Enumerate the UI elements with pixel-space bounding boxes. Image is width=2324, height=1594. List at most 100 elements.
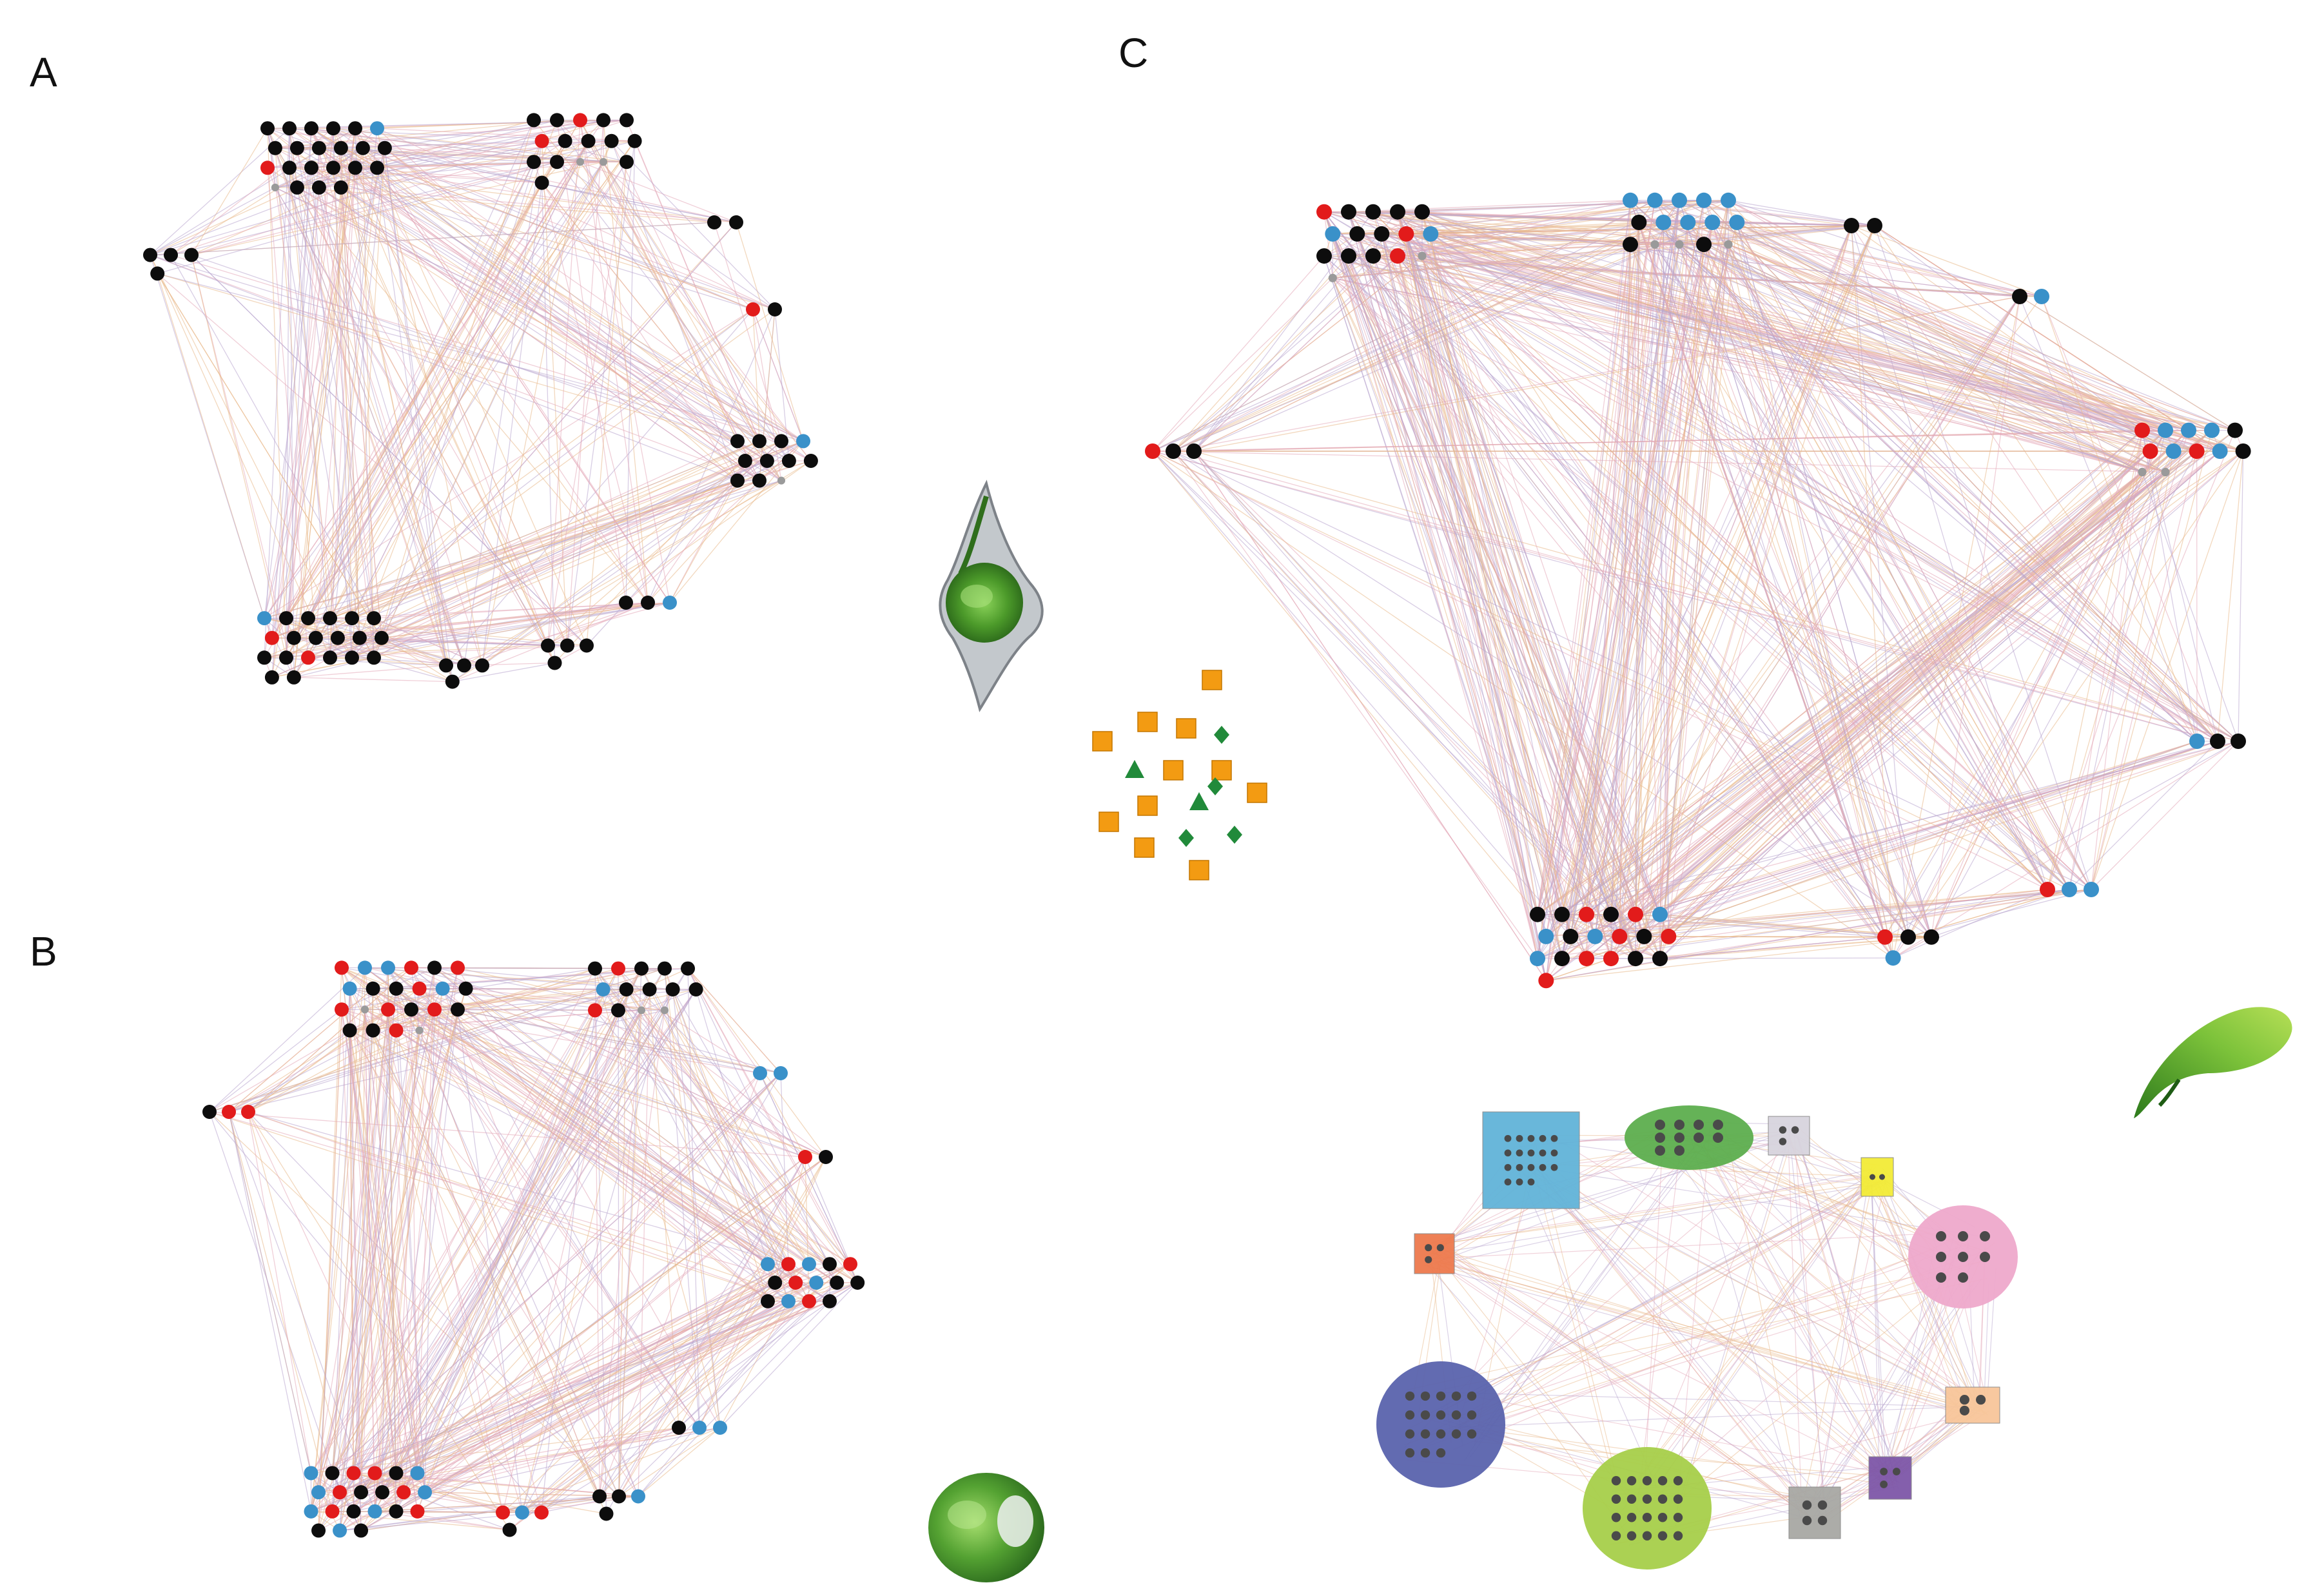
module-member-node: [1657, 1476, 1668, 1486]
blue-node: [2204, 422, 2220, 438]
edge: [1348, 222, 1688, 257]
edge: [1546, 958, 1612, 981]
edge: [248, 1009, 435, 1113]
edge: [1152, 451, 2048, 890]
edge: [271, 141, 543, 639]
edge: [1931, 451, 2198, 938]
edge: [351, 141, 589, 619]
edge: [403, 1492, 510, 1531]
edge: [1193, 255, 1398, 452]
black-node: [588, 961, 602, 976]
module-member-node: [1673, 1531, 1683, 1541]
edge: [1798, 1136, 1899, 1490]
module-member-node: [1880, 1480, 1888, 1488]
edge: [349, 1030, 830, 1265]
edge: [396, 1282, 817, 1474]
blue-node: [796, 434, 810, 449]
edge: [1173, 200, 1655, 452]
black-node: [346, 1504, 361, 1519]
edge: [1545, 200, 1631, 981]
edge: [442, 988, 639, 1497]
edge: [2091, 741, 2239, 890]
black-node: [304, 121, 318, 136]
black-node: [1166, 443, 1181, 459]
edge: [2091, 451, 2198, 890]
edge: [1537, 200, 1680, 915]
edge: [1397, 211, 1661, 915]
gray-node: [2138, 467, 2147, 477]
module-member-node: [1626, 1494, 1637, 1504]
module-member-node: [1802, 1500, 1812, 1510]
edge: [331, 1009, 389, 1511]
edge: [2091, 430, 2212, 890]
edge: [424, 1427, 679, 1493]
edge: [603, 120, 649, 603]
gray-node: [415, 1026, 424, 1035]
edge: [1173, 200, 1680, 452]
black-node: [604, 133, 619, 148]
module-member-node: [1936, 1231, 1946, 1241]
edge: [339, 1495, 620, 1531]
edge: [1461, 1260, 1983, 1428]
edge: [580, 161, 760, 442]
edge: [1397, 200, 1631, 257]
panel-label-a: A: [30, 49, 57, 95]
edge: [340, 187, 737, 223]
edge: [1630, 222, 1688, 245]
edge: [1405, 233, 2070, 890]
edge: [482, 182, 543, 666]
black-node: [260, 121, 275, 136]
red-node: [1628, 906, 1643, 922]
edge: [170, 119, 581, 256]
black-node: [1696, 237, 1712, 253]
edge: [396, 1282, 796, 1512]
orange-square-node: [1137, 712, 1158, 732]
blue-node: [596, 982, 610, 996]
edge: [1152, 451, 1636, 915]
edge: [638, 1427, 721, 1497]
edge: [340, 187, 382, 638]
black-node: [502, 1522, 517, 1537]
edge: [1424, 1232, 1947, 1259]
edge: [349, 1030, 700, 1428]
edge: [1594, 451, 2151, 937]
edge: [308, 460, 812, 619]
edge: [1436, 1242, 1811, 1519]
black-node: [282, 160, 297, 175]
edge: [396, 988, 444, 1031]
edge: [267, 128, 298, 188]
edge: [339, 967, 435, 1493]
module-member-node: [1694, 1120, 1704, 1130]
red-node: [412, 981, 427, 996]
black-node: [2210, 734, 2225, 749]
red-node: [301, 650, 315, 665]
black-node: [1365, 248, 1381, 264]
edge: [209, 1111, 542, 1513]
black-node: [323, 650, 337, 665]
black-node: [1603, 906, 1619, 922]
edge: [1348, 211, 1547, 981]
blue-node: [1885, 950, 1901, 966]
edge: [1630, 244, 1909, 938]
edge: [1372, 211, 1875, 226]
module-member-node: [1611, 1476, 1621, 1486]
edge: [340, 148, 360, 638]
edge: [373, 222, 737, 619]
module-circle: [1583, 1447, 1712, 1570]
edge: [332, 1073, 781, 1473]
edge: [664, 968, 721, 1428]
module-member-node: [1674, 1132, 1684, 1143]
edge: [522, 1282, 858, 1513]
blue-node: [381, 960, 395, 975]
edge: [170, 255, 375, 619]
edge: [1429, 1244, 1816, 1501]
module-member-node: [1642, 1531, 1652, 1541]
edge: [1736, 222, 2143, 472]
edge: [329, 602, 670, 658]
black-node: [730, 473, 745, 488]
orange-square-node: [1176, 718, 1196, 739]
black-node: [333, 141, 348, 155]
red-node: [1661, 928, 1677, 944]
module-member-node: [1451, 1410, 1461, 1420]
